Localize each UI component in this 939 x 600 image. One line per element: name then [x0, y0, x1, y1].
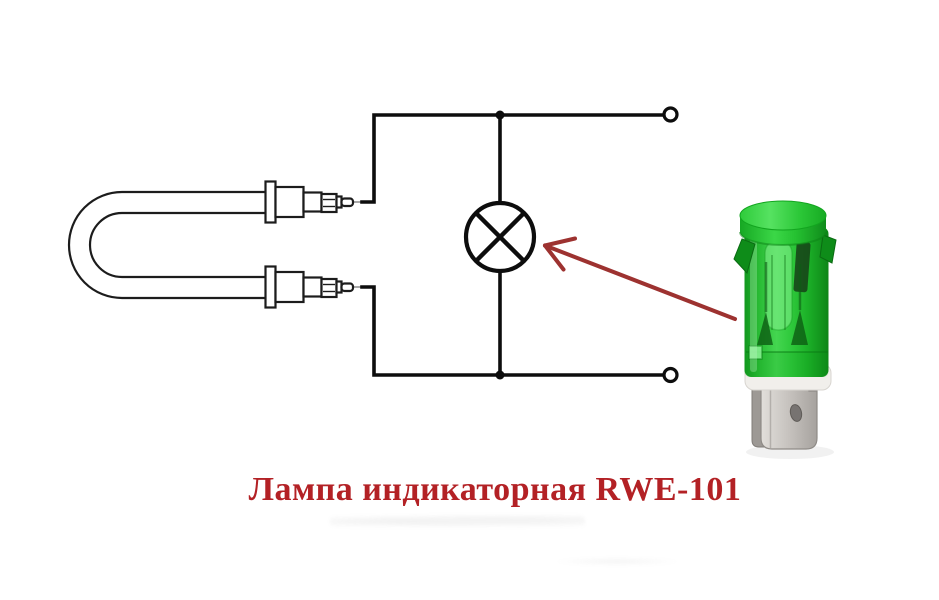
indicator-lamp-photo: [733, 200, 837, 459]
lamp-body-notch: [748, 345, 763, 360]
watermark-smudge: [552, 557, 682, 566]
heating-element-terminal-top: [264, 180, 364, 224]
lamp-mounting-clip-right: [819, 234, 837, 264]
lamp-body: [744, 227, 829, 377]
lamp-terminal-hole: [789, 404, 803, 422]
watermark-smudge: [330, 515, 585, 528]
heating-element-tube: [67, 190, 268, 300]
lamp-symbol-icon: [463, 200, 537, 274]
lamp-cap: [739, 200, 827, 246]
wire-top-run: [360, 113, 665, 204]
heating-element-terminal-bottom: [264, 265, 364, 309]
lamp-body-highlight: [750, 232, 757, 372]
junction-dot-top: [495, 110, 505, 120]
lamp-mounting-clip-left: [733, 238, 756, 274]
junction-dot-bottom: [495, 370, 505, 380]
terminal-circle-bottom: [662, 366, 679, 384]
terminal-circle-top: [662, 106, 679, 123]
heating-element-drawing: [67, 180, 364, 309]
circuit-wires: [360, 106, 679, 384]
pointer-arrow-icon: [543, 236, 737, 321]
lamp-inner-bulb: [757, 239, 811, 345]
wire-bottom-run: [360, 285, 665, 377]
lamp-spade-terminal: [751, 382, 818, 450]
caption-text: Лампа индикаторная RWE-101: [248, 471, 742, 508]
